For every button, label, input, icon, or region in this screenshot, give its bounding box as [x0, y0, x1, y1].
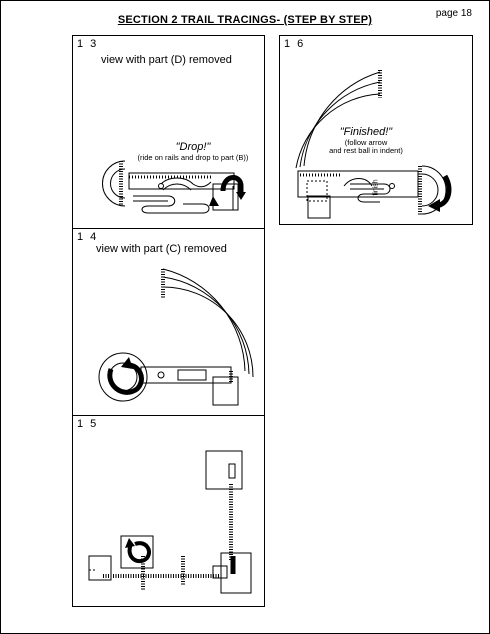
- drop-label: "Drop!": [175, 141, 211, 153]
- panel-caption: view with part (D) removed: [101, 54, 232, 66]
- finished-label: "Finished!": [339, 126, 393, 138]
- trail-diagram-13: [102, 160, 246, 214]
- panel-16: 1 6 "Finished!" (follow arrow and rest b…: [279, 35, 473, 225]
- panel-number: 1 5: [77, 418, 99, 430]
- panel-number: 1 3: [77, 38, 99, 50]
- trail-diagram-15: [88, 450, 252, 594]
- drop-note: "Drop!" (ride on rails and drop to part …: [128, 141, 258, 162]
- finished-instruction-2: and rest ball in indent): [329, 146, 403, 156]
- drop-instruction: (ride on rails and drop to part (B)): [137, 152, 249, 162]
- finished-note: "Finished!" (follow arrow and rest ball …: [316, 126, 416, 156]
- finished-instruction-1: (follow arrow: [344, 137, 388, 147]
- panel-13: 1 3 view with part (D) removed "Drop!" (…: [72, 35, 265, 229]
- page-title: SECTION 2 TRAIL TRACINGS- (STEP BY STEP): [117, 14, 373, 26]
- panel-number: 1 6: [284, 38, 306, 50]
- trail-diagram-16: [295, 70, 452, 219]
- panel-number: 1 4: [77, 231, 99, 243]
- page-number: page 18: [435, 8, 472, 19]
- panel-15: 1 5: [72, 415, 265, 607]
- panel-14: 1 4 view with part (C) removed: [72, 228, 265, 418]
- trail-diagram-14: [98, 268, 254, 406]
- panel-caption: view with part (C) removed: [96, 243, 227, 255]
